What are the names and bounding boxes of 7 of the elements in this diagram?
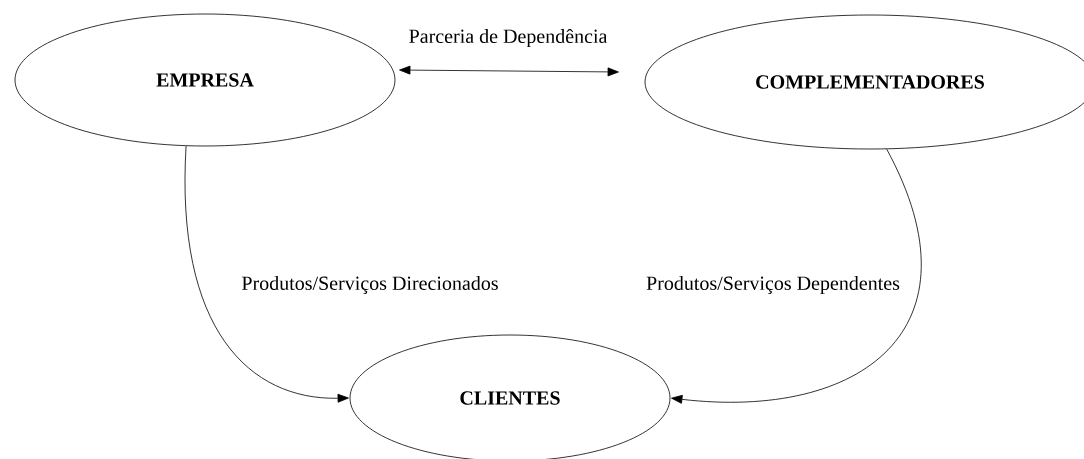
edge-label: Produtos/Serviços Direcionados	[240, 274, 500, 296]
arrow	[184, 145, 349, 403]
edge-label: Parceria de Dependência	[407, 27, 609, 49]
arrow	[671, 148, 922, 404]
arrow	[399, 65, 619, 77]
ellipse-node: EMPRESA	[14, 13, 396, 147]
edge-label: Produtos/Serviços Dependentes	[645, 274, 901, 296]
